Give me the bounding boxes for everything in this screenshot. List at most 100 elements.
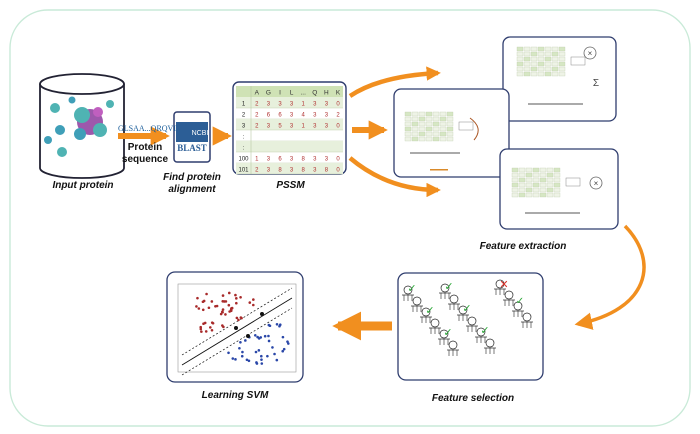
pssm-row-index: 100 bbox=[238, 157, 249, 163]
find-alignment-caption-line1: Find protein bbox=[163, 172, 221, 183]
check-icon: ✓ bbox=[443, 326, 452, 339]
protein-database-icon bbox=[39, 73, 125, 179]
pssm-header-cell: I bbox=[279, 90, 281, 97]
svm-point-red bbox=[199, 327, 203, 331]
pssm-header-cell: ... bbox=[300, 90, 306, 97]
times-symbol-bottom: × bbox=[594, 179, 599, 188]
svm-point-red bbox=[209, 326, 212, 329]
pssm-cell: 8 bbox=[278, 168, 282, 174]
pssm-row-index: 3 bbox=[242, 124, 246, 130]
protein-structure-icon bbox=[74, 107, 107, 140]
pssm-cell: 1 bbox=[255, 157, 259, 163]
svm-point-blue bbox=[260, 362, 264, 365]
protein-sequence-label-line1: Protein bbox=[127, 142, 163, 153]
svm-point-red bbox=[234, 293, 237, 297]
svm-point-blue bbox=[260, 354, 263, 358]
svm-point-red bbox=[219, 312, 223, 316]
pssm-row-index: : bbox=[243, 146, 245, 152]
svm-point-red bbox=[235, 297, 238, 300]
svm-point-red bbox=[227, 303, 231, 307]
pssm-cell: 3 bbox=[267, 157, 271, 163]
svm-point-red bbox=[227, 291, 231, 295]
pssm-cell: 3 bbox=[325, 124, 329, 130]
pssm-cell: 3 bbox=[267, 168, 271, 174]
sequence-text: GLSAA...QRQVI bbox=[118, 124, 176, 133]
svm-point-red bbox=[199, 325, 203, 329]
svm-point-red bbox=[252, 298, 255, 301]
svm-point-blue bbox=[281, 335, 285, 339]
find-alignment-caption-line2: alignment bbox=[168, 184, 216, 195]
pssm-cell: 8 bbox=[302, 157, 306, 163]
svm-point-blue bbox=[241, 350, 244, 354]
svm-point-blue bbox=[282, 347, 286, 351]
svm-point-blue bbox=[260, 358, 263, 361]
pssm-cell: 3 bbox=[325, 113, 329, 119]
pssm-cell: 2 bbox=[255, 113, 259, 119]
svm-point-blue bbox=[271, 346, 274, 349]
pssm-cell: 3 bbox=[267, 124, 271, 130]
pssm-cell: 3 bbox=[267, 102, 271, 108]
svm-point-blue bbox=[234, 358, 237, 361]
blast-document-icon: NCBI BLAST bbox=[173, 111, 211, 163]
ncbi-text: NCBI bbox=[192, 130, 209, 137]
svm-point-red bbox=[222, 325, 225, 329]
svm-point-blue bbox=[257, 337, 261, 340]
pssm-cell: 1 bbox=[302, 124, 306, 130]
pssm-cell: 3 bbox=[313, 157, 317, 163]
svm-point-blue bbox=[240, 354, 244, 358]
protein-sequence-label: Protein sequence bbox=[118, 142, 172, 166]
svm-point-red bbox=[202, 299, 206, 303]
pssm-header-cell: K bbox=[336, 90, 341, 97]
svm-point-blue bbox=[239, 340, 242, 344]
svm-point-blue bbox=[286, 340, 289, 343]
svm-point-red bbox=[204, 330, 208, 333]
pssm-cell: 0 bbox=[336, 102, 340, 108]
sum-symbol-top: Σ bbox=[593, 78, 599, 89]
svm-point-blue bbox=[278, 324, 281, 328]
svm-point-red bbox=[222, 300, 226, 303]
svm-point-blue bbox=[247, 359, 251, 363]
feature-extraction-caption: Feature extraction bbox=[479, 241, 567, 252]
pssm-cell: 3 bbox=[313, 124, 317, 130]
support-vector-point bbox=[260, 312, 264, 316]
extraction-panel-middle bbox=[393, 88, 510, 178]
pssm-cell: 3 bbox=[313, 113, 317, 119]
svm-point-red bbox=[197, 307, 201, 310]
cross-icon: ✕ bbox=[499, 278, 508, 291]
svm-point-blue bbox=[245, 358, 249, 362]
svm-point-blue bbox=[244, 339, 247, 342]
pssm-cell: 3 bbox=[325, 102, 329, 108]
svm-point-blue bbox=[275, 358, 279, 362]
svm-point-blue bbox=[273, 352, 276, 356]
svm-point-red bbox=[235, 301, 238, 305]
svm-point-red bbox=[221, 294, 225, 297]
svm-point-red bbox=[210, 328, 214, 332]
extraction-panel-top: × Σ bbox=[502, 36, 617, 122]
arrow-extraction-to-selection bbox=[574, 224, 646, 330]
svm-point-blue bbox=[267, 339, 271, 343]
pssm-header-cell: G bbox=[266, 90, 271, 97]
svm-point-blue bbox=[268, 324, 272, 328]
svm-point-red bbox=[221, 308, 225, 311]
arrow-pssm-to-extraction-bottom bbox=[348, 156, 441, 198]
support-vector-point bbox=[234, 326, 238, 330]
pssm-cell: 3 bbox=[313, 102, 317, 108]
outer-frame bbox=[9, 9, 691, 427]
svm-point-red bbox=[214, 304, 217, 308]
check-icon: ✓ bbox=[425, 304, 434, 317]
learning-svm-caption: Learning SVM bbox=[201, 390, 269, 401]
svm-point-red bbox=[196, 296, 199, 300]
times-symbol-top: × bbox=[588, 49, 593, 58]
svm-point-blue bbox=[238, 346, 241, 350]
pssm-cell: 6 bbox=[278, 157, 282, 163]
pssm-caption: PSSM bbox=[276, 180, 305, 191]
pssm-cell: 3 bbox=[290, 102, 294, 108]
support-vector-point bbox=[246, 334, 250, 338]
pssm-cell: 6 bbox=[278, 113, 282, 119]
pssm-cell: 6 bbox=[267, 113, 271, 119]
pssm-row-index: : bbox=[243, 135, 245, 141]
pssm-cell: 3 bbox=[290, 113, 294, 119]
pssm-cell: 3 bbox=[290, 124, 294, 130]
check-icon: ✓ bbox=[444, 280, 453, 293]
